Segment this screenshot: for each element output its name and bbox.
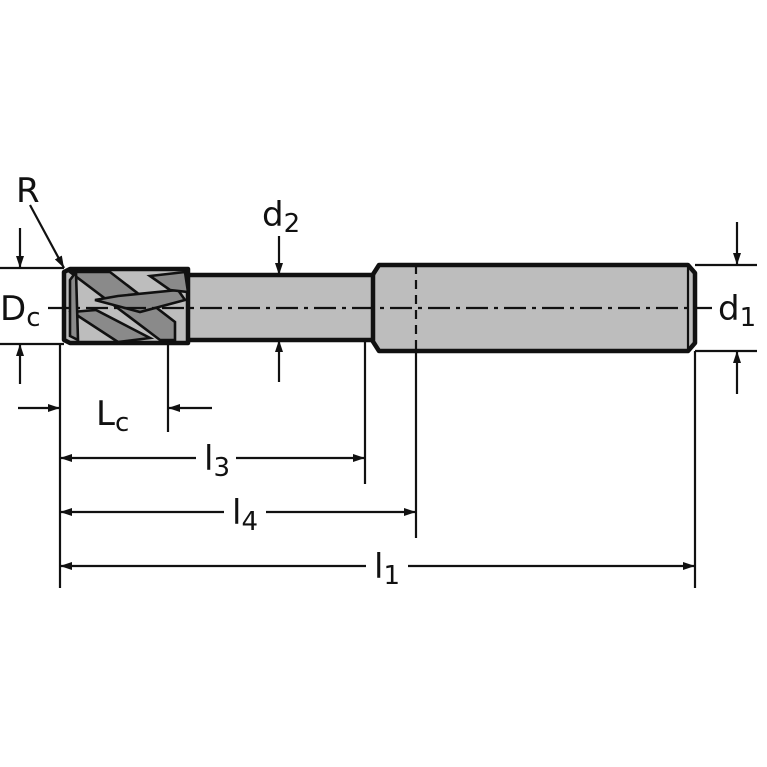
- l4-dimension: l4: [60, 493, 416, 537]
- dc-label-sub: c: [26, 303, 40, 333]
- lc-label: Lc: [96, 394, 129, 438]
- flutes: [66, 268, 190, 344]
- lc-dimension: Lc: [18, 394, 212, 438]
- l4-label-sub: 4: [241, 507, 258, 537]
- d2-label: d2: [262, 195, 300, 239]
- lc-label-main: L: [96, 394, 115, 434]
- d1-label: d1: [718, 289, 756, 333]
- d2-label-main: d: [262, 195, 284, 235]
- dc-dimension: Dc: [0, 228, 40, 384]
- tool-body: [48, 262, 712, 354]
- l1-dimension: l1: [60, 547, 695, 591]
- l3-label-sub: 3: [213, 453, 230, 483]
- r-label: R: [16, 171, 40, 211]
- r-dimension: R: [16, 171, 65, 269]
- d1-label-main: d: [718, 289, 740, 329]
- l1-label-sub: 1: [383, 561, 400, 591]
- l3-dimension: l3: [60, 439, 365, 483]
- d1-dimension: d1: [718, 222, 756, 394]
- dc-label-main: D: [0, 289, 26, 329]
- d2-label-sub: 2: [284, 209, 301, 239]
- l3-label-main: l: [204, 439, 213, 479]
- l4-label: l4: [232, 493, 258, 537]
- dc-label: Dc: [0, 289, 40, 333]
- l3-label: l3: [204, 439, 230, 483]
- l1-label-main: l: [374, 547, 383, 587]
- d2-dimension: d2: [262, 195, 300, 382]
- d1-label-sub: 1: [740, 303, 757, 333]
- extension-lines: [0, 263, 757, 588]
- l4-label-main: l: [232, 493, 241, 533]
- l1-label: l1: [374, 547, 400, 591]
- lc-label-sub: c: [115, 408, 129, 438]
